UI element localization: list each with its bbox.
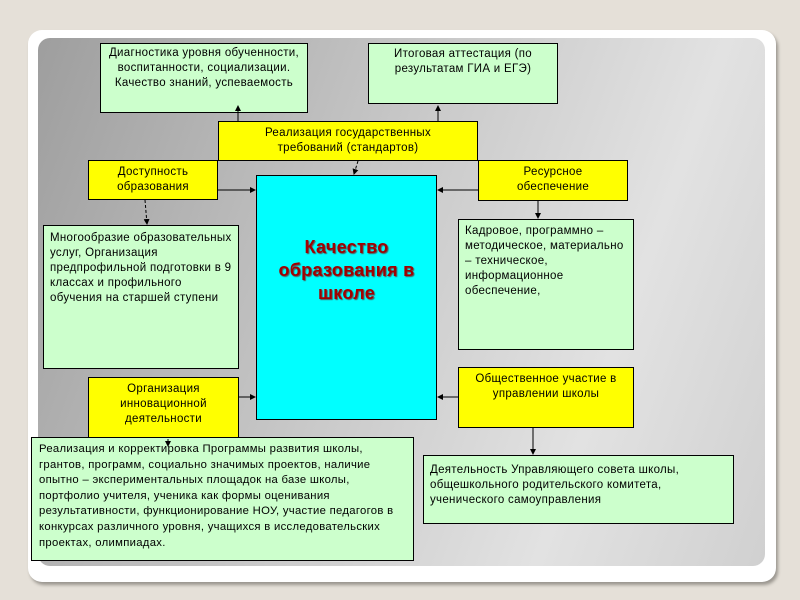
standards-box: Реализация государственных требований (с… xyxy=(218,121,478,161)
innovation-detail-box: Реализация и корректировка Программы раз… xyxy=(31,437,414,561)
diagnostics-box: Диагностика уровня обученности, воспитан… xyxy=(100,43,308,113)
diversity-text: Многообразие образовательных услуг, Орга… xyxy=(50,232,232,304)
center-box: Качество образования в школе xyxy=(256,175,437,420)
public-detail-box: Деятельность Управляющего совета школы, … xyxy=(423,455,734,524)
resources-box: Ресурсное обеспечение xyxy=(478,160,628,201)
resources-detail-text: Кадровое, программно – методическое, мат… xyxy=(465,225,624,297)
innovation-box: Организация инновационной деятельности xyxy=(88,377,239,439)
diagnostics-text: Диагностика уровня обученности, воспитан… xyxy=(108,47,300,89)
final-attestation-box: Итоговая аттестация (по результатам ГИА … xyxy=(368,43,558,104)
accessibility-text: Доступность образования xyxy=(117,166,189,193)
resources-text: Ресурсное обеспечение xyxy=(516,166,590,193)
arrow-standards-center xyxy=(352,160,359,175)
accessibility-box: Доступность образования xyxy=(88,160,218,200)
innovation-detail-text: Реализация и корректировка Программы раз… xyxy=(39,443,394,549)
final-attestation-text: Итоговая аттестация (по результатам ГИА … xyxy=(394,48,532,75)
standards-text: Реализация государственных требований (с… xyxy=(264,127,432,154)
arrow-accessibility-diversity xyxy=(143,199,150,225)
public-detail-text: Деятельность Управляющего совета школы, … xyxy=(430,464,680,506)
resources-detail-box: Кадровое, программно – методическое, мат… xyxy=(458,219,634,350)
center-title: Качество образования в школе xyxy=(278,237,415,303)
public-text: Общественное участие в управлении школы xyxy=(475,373,617,400)
innovation-text: Организация инновационной деятельности xyxy=(120,383,207,425)
diversity-box: Многообразие образовательных услуг, Орга… xyxy=(43,225,239,369)
public-box: Общественное участие в управлении школы xyxy=(458,367,634,428)
